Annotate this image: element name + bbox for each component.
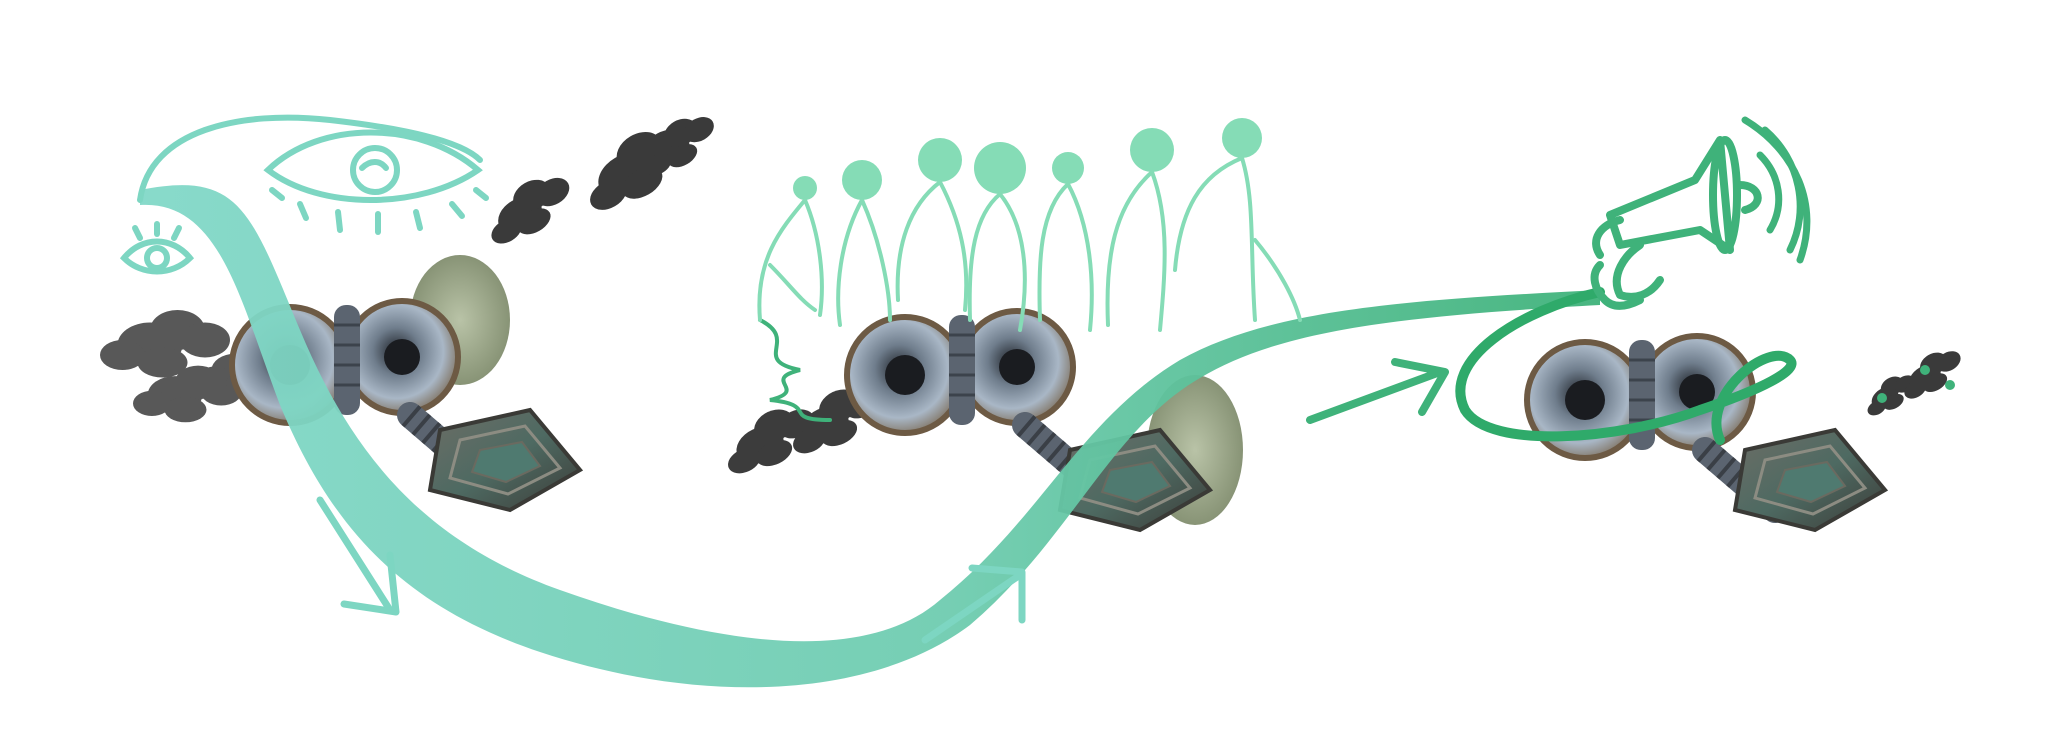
- person-figure-icon: [1037, 152, 1094, 332]
- green-scribble: [758, 318, 832, 422]
- top-arc-stroke: [137, 114, 483, 203]
- person-figure-icon: [836, 160, 892, 327]
- people-group: [757, 118, 1302, 332]
- flow-loop: [1455, 287, 1797, 445]
- megaphone-icon: [1590, 136, 1762, 310]
- person-figure-icon: [1173, 118, 1302, 322]
- arrow-up-right-icon: [921, 564, 1026, 644]
- middle-collage: [714, 311, 1243, 532]
- person-figure-icon: [757, 176, 824, 322]
- person-figure-icon: [768, 263, 817, 312]
- small-eye-icon: [119, 221, 195, 275]
- arrow-down-right-icon: [316, 496, 400, 616]
- sound-waves-icon: [1741, 116, 1811, 264]
- person-figure-icon: [967, 142, 1027, 332]
- green-dots: [1877, 365, 1955, 403]
- person-figure-icon: [895, 138, 969, 312]
- arrow-up-right-icon: [1306, 358, 1449, 424]
- left-collage: [100, 105, 725, 512]
- right-collage: [1527, 336, 1970, 532]
- person-figure-icon: [1105, 128, 1174, 332]
- eye-icon: [263, 129, 489, 235]
